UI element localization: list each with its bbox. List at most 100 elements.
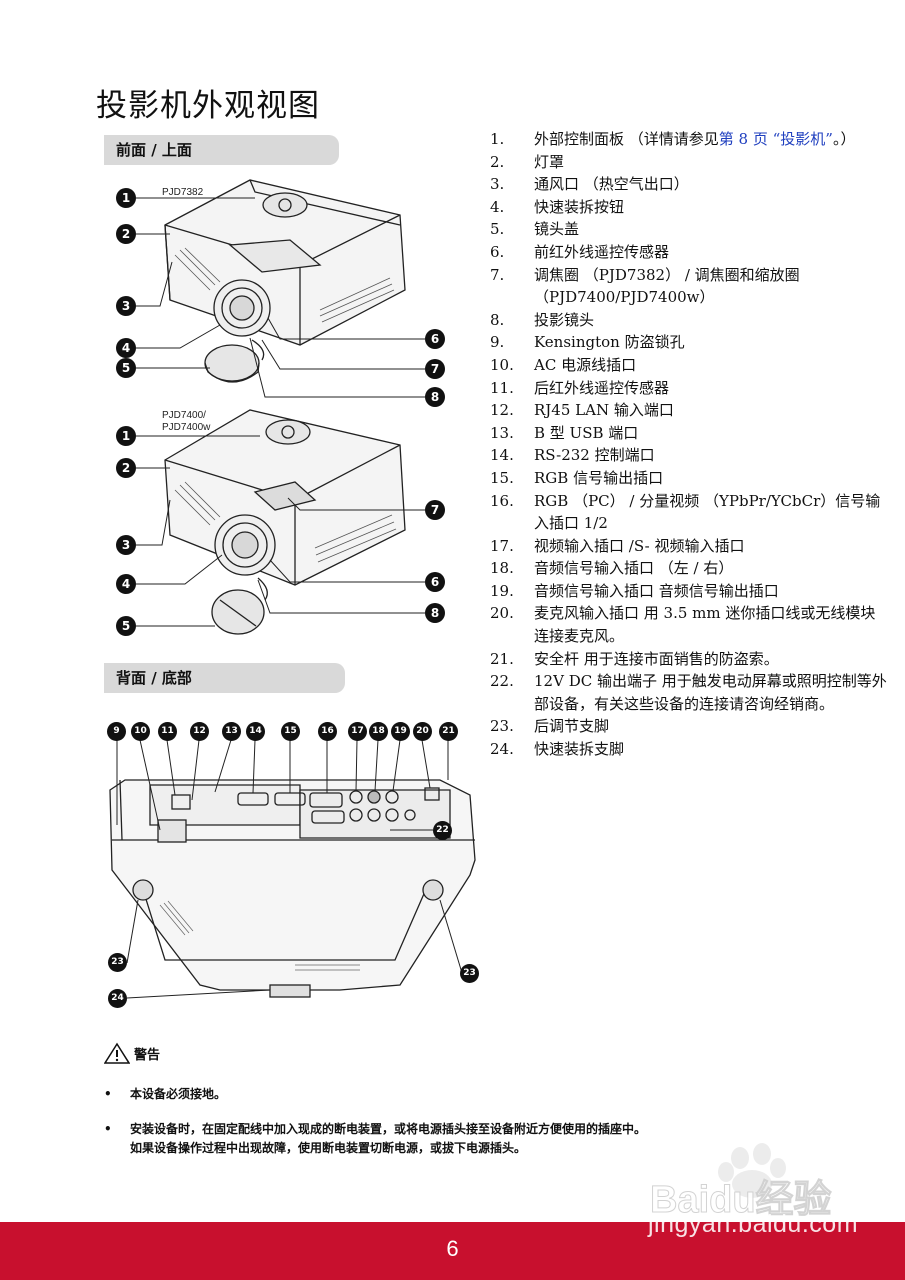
parts-list-item: 14. RS-232 控制端口 [490, 444, 890, 467]
callout-2: 2 [116, 458, 136, 478]
parts-list-number: 8. [490, 310, 505, 329]
parts-list-item: 11. 后红外线遥控传感器 [490, 377, 890, 400]
parts-list-item: 19.音频信号输入插口 音频信号输出插口 [490, 580, 890, 603]
callout-10: 10 [131, 722, 150, 741]
warning-heading: 警告 [104, 1042, 160, 1064]
parts-list-item: 4.快速装拆按钮 [490, 196, 890, 219]
parts-list: 1. 外部控制面板 （详情请参见第 8 页 “投影机”。） 2. 灯罩 3.通风口 （热… [490, 128, 890, 761]
parts-list-text: 投影镜头 [534, 310, 595, 329]
parts-list-item: 18. 音频信号输入插口 （左 / 右） [490, 557, 890, 580]
parts-list-item: 8. 投影镜头 [490, 309, 890, 332]
warning-item-text: 本设备必须接地。 [130, 1087, 227, 1101]
parts-list-text: 安全杆 用于连接市面销售的防盗索。 [534, 649, 779, 668]
watermark-url: jingyan.baidu.com [648, 1210, 859, 1238]
parts-list-number: 10. [490, 355, 514, 374]
parts-list-number: 15. [490, 468, 514, 487]
parts-list-number: 5. [490, 220, 505, 239]
callout-11: 11 [158, 722, 177, 741]
callout-24: 24 [108, 989, 127, 1008]
baidu-paw-watermark-icon [718, 1143, 786, 1198]
page-footer: 6 [0, 1222, 905, 1280]
parts-list-text: 镜头盖 [534, 220, 580, 239]
parts-list-text: AC 电源线插口 [534, 355, 637, 374]
callout-9: 9 [107, 722, 126, 741]
callout-1: 1 [116, 426, 136, 446]
parts-list-text: 快速装拆支脚 [534, 740, 625, 759]
parts-list-item: 7.调焦圈 （PJD7382） / 调焦圈和缩放圈 （PJD7400/PJD74… [490, 264, 890, 309]
callout-2: 2 [116, 224, 136, 244]
parts-list-item: 9. Kensington 防盗锁孔 [490, 331, 890, 354]
parts-list-number: 3. [490, 175, 505, 194]
parts-list-item: 2. 灯罩 [490, 151, 890, 174]
callout-4: 4 [116, 574, 136, 594]
parts-list-text: 12V DC 输出端子 用于触发电动屏幕或照明控制等外部设备，有关这些设备的连接… [534, 672, 887, 713]
callout-16: 16 [318, 722, 337, 741]
callout-5: 5 [116, 358, 136, 378]
page-number: 6 [446, 1236, 459, 1261]
callout-15: 15 [281, 722, 300, 741]
parts-list-number: 11. [490, 378, 514, 397]
parts-list-text: 后红外线遥控传感器 [534, 378, 670, 397]
warning-item-text: 如果设备操作过程中出现故障，使用断电装置切断电源，或拔下电源插头。 [130, 1141, 527, 1155]
cross-reference-link[interactable]: 第 8 页 “投影机” [718, 130, 833, 148]
parts-list-item: 6.前红外线遥控传感器 [490, 241, 890, 264]
callout-17: 17 [348, 722, 367, 741]
parts-list-item: 15.RGB 信号输出插口 [490, 467, 890, 490]
warning-heading-text: 警告 [134, 1047, 161, 1063]
parts-list-item: 1. 外部控制面板 （详情请参见第 8 页 “投影机”。） [490, 128, 890, 151]
parts-list-number: 20. [490, 604, 514, 623]
warning-triangle-icon [104, 1042, 130, 1064]
parts-list-number: 2. [490, 152, 505, 171]
parts-list-number: 23. [490, 717, 514, 736]
parts-list-text: 视频输入插口 /S- 视频输入插口 [534, 536, 745, 555]
parts-list-item: 24.快速装拆支脚 [490, 738, 890, 761]
parts-list-number: 4. [490, 197, 505, 216]
callout-6: 6 [425, 329, 445, 349]
parts-list-item: 21. 安全杆 用于连接市面销售的防盗索。 [490, 648, 890, 671]
callout-3: 3 [116, 535, 136, 555]
parts-list-number: 14. [490, 446, 514, 465]
callout-18: 18 [369, 722, 388, 741]
parts-list-item: 20. 麦克风输入插口 用 3.5 mm 迷你插口线或无线模块连接麦克风。 [490, 602, 890, 647]
callout-8: 8 [425, 603, 445, 623]
parts-list-number: 1. [490, 130, 505, 148]
parts-list-text: 音频信号输入插口 （左 / 右） [534, 559, 734, 578]
callout-7: 7 [425, 359, 445, 379]
parts-list-number: 19. [490, 581, 514, 600]
model-label-b-line1: PJD7400/ [162, 410, 206, 421]
callout-13: 13 [222, 722, 241, 741]
parts-list-number: 18. [490, 559, 514, 578]
parts-list-text: 后调节支脚 [534, 717, 610, 736]
parts-list-text: RJ45 LAN 输入端口 [534, 401, 674, 420]
parts-list-number: 16. [490, 491, 514, 510]
callout-19: 19 [391, 722, 410, 741]
parts-list-text: 麦克风输入插口 用 3.5 mm 迷你插口线或无线模块连接麦克风。 [534, 604, 876, 646]
parts-list-text-suffix: 。） [832, 130, 856, 148]
parts-list-item: 16.RGB （PC） / 分量视频 （YPbPr/YCbCr）信号输入插口 1… [490, 490, 890, 535]
parts-list-item: 17.视频输入插口 /S- 视频输入插口 [490, 535, 890, 558]
parts-list-text: Kensington 防盗锁孔 [534, 333, 685, 352]
projector-rear-view [109, 779, 476, 998]
callout-23: 23 [108, 953, 127, 972]
parts-list-number: 9. [490, 333, 505, 352]
callout-23: 23 [460, 964, 479, 983]
model-label-a: PJD7382 [162, 187, 204, 198]
callout-21: 21 [439, 722, 458, 741]
model-label-b-line2: PJD7400w [162, 422, 211, 433]
parts-list-item: 3.通风口 （热空气出口） [490, 173, 890, 196]
callout-1: 1 [116, 188, 136, 208]
callout-5: 5 [116, 616, 136, 636]
parts-list-text: 外部控制面板 （详情请参见 [534, 130, 719, 148]
parts-list-text: 前红外线遥控传感器 [534, 242, 670, 261]
section-rear-bottom: 背面 / 底部 [104, 663, 345, 693]
section-front-top: 前面 / 上面 [104, 135, 339, 165]
parts-list-text: RS-232 控制端口 [534, 446, 655, 465]
parts-list-number: 22. [490, 672, 514, 691]
callout-8: 8 [425, 387, 445, 407]
parts-list-number: 21. [490, 649, 514, 668]
parts-list-number: 12. [490, 401, 514, 420]
parts-list-text: 灯罩 [534, 152, 565, 171]
callout-7: 7 [425, 500, 445, 520]
callout-20: 20 [413, 722, 432, 741]
